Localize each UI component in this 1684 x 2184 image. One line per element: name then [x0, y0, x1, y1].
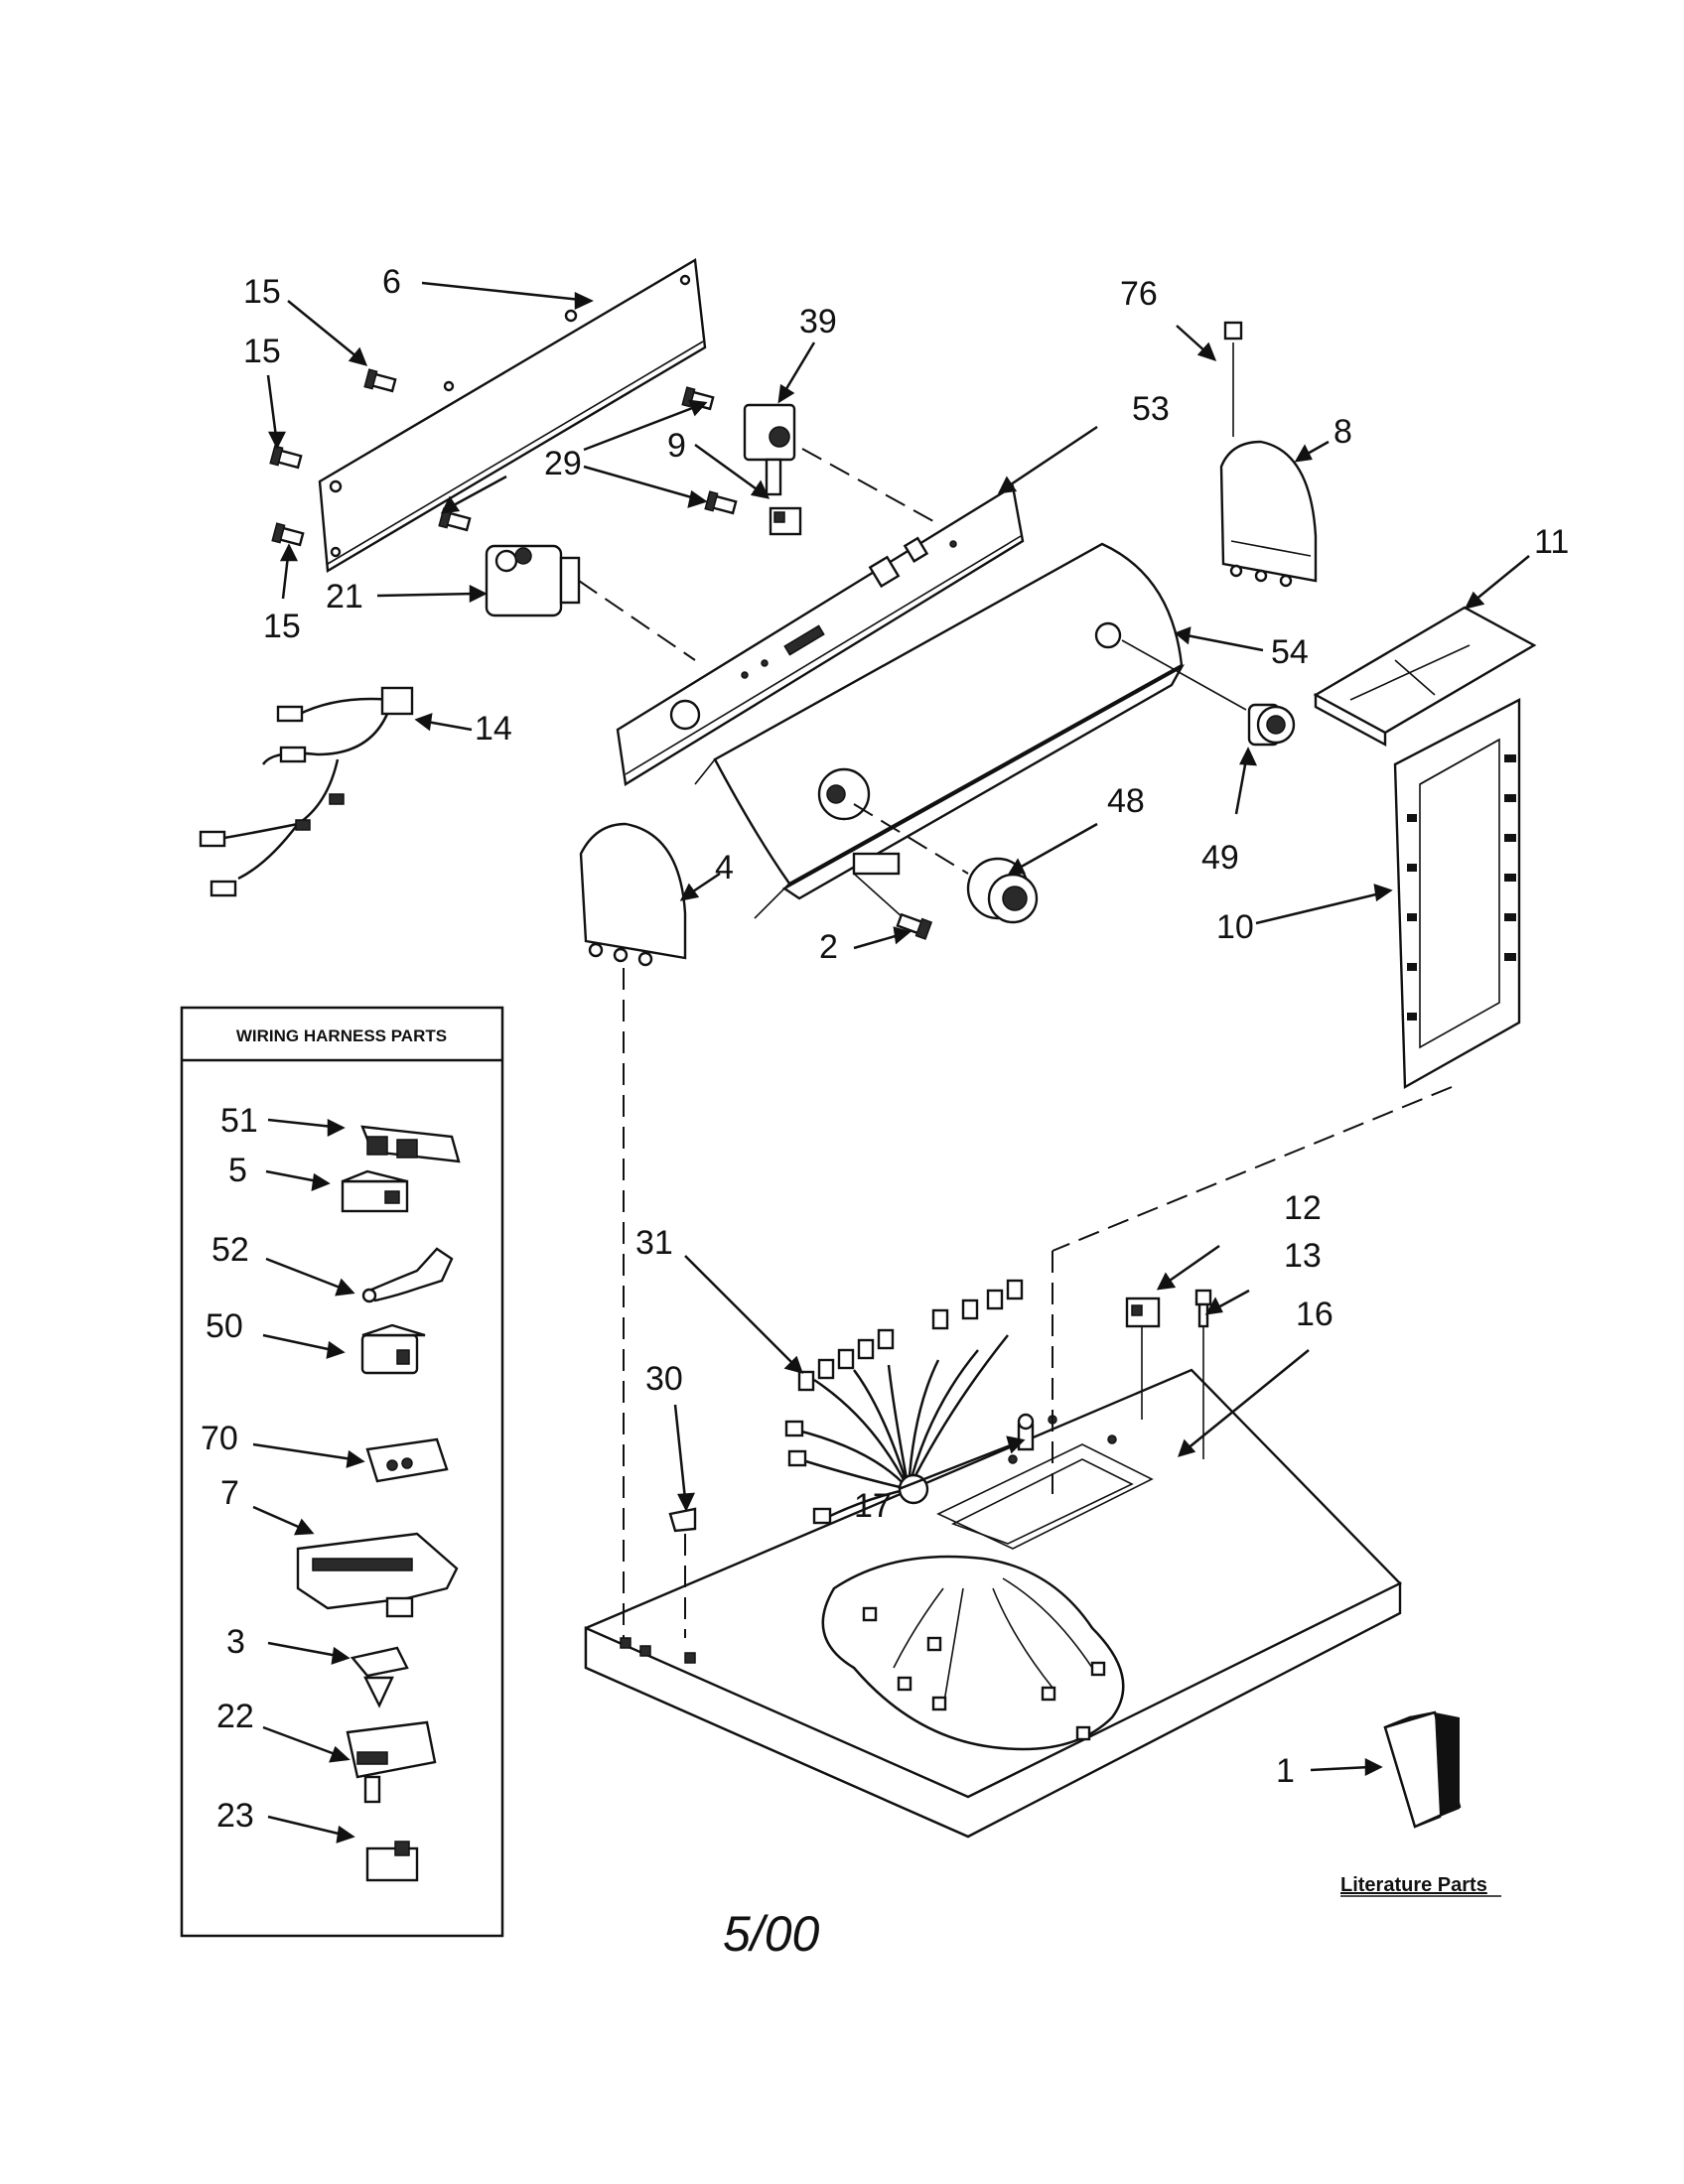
callout-5: 5 [228, 1152, 247, 1189]
callout-31: 31 [635, 1224, 673, 1262]
part-54-console [694, 542, 1186, 919]
callout-70: 70 [201, 1420, 238, 1457]
callout-8: 8 [1333, 413, 1352, 451]
leader-arrows [266, 281, 1530, 1777]
part-9-clip [769, 506, 802, 536]
box-leader-arrows [252, 1118, 365, 1843]
callout-4: 4 [715, 849, 734, 887]
part-16-top-panel [584, 1368, 1402, 1839]
callout-15a: 15 [243, 273, 281, 311]
callout-22: 22 [216, 1698, 254, 1735]
callout-53: 53 [1132, 390, 1170, 428]
callout-54: 54 [1271, 633, 1309, 671]
part-2-screw [853, 873, 933, 940]
callout-30: 30 [645, 1360, 683, 1398]
callout-9: 9 [667, 427, 686, 465]
part-8-endcap [1219, 321, 1318, 588]
callout-51: 51 [220, 1102, 258, 1140]
part-10-lint-screen [1393, 698, 1521, 1090]
revision-date: 5/00 [723, 1906, 820, 1962]
dash-10-link [1052, 1086, 1453, 1252]
part-14-wire-harness [199, 686, 414, 897]
callout-50: 50 [206, 1307, 243, 1345]
screw-15-group [269, 368, 738, 547]
callout-12: 12 [1284, 1189, 1322, 1227]
wiring-harness-title: WIRING HARNESS PARTS [236, 1026, 447, 1045]
callout-15b: 15 [243, 333, 281, 370]
callout-76: 76 [1120, 275, 1158, 313]
callout-21: 21 [326, 578, 363, 615]
box-parts-drawings [296, 1125, 461, 1882]
callout-3: 3 [226, 1623, 245, 1661]
callout-15c: 15 [263, 608, 301, 645]
callout-6: 6 [382, 263, 401, 301]
callout-7: 7 [220, 1474, 239, 1512]
callout-13: 13 [1284, 1237, 1322, 1275]
part-31-wiring [784, 1279, 1125, 1751]
callout-16: 16 [1296, 1296, 1333, 1333]
callout-11: 11 [1534, 523, 1569, 561]
part-4-endcap [579, 822, 687, 967]
callout-23: 23 [216, 1797, 254, 1835]
part-11-lint-lid [1313, 606, 1537, 748]
callout-1: 1 [1276, 1752, 1295, 1790]
callout-10: 10 [1216, 908, 1254, 946]
wiring-harness-box [180, 1006, 504, 1938]
part-39-switch [743, 403, 796, 496]
callout-2: 2 [819, 928, 838, 966]
part-6-plate [318, 258, 707, 574]
part-12-bracket [1125, 1297, 1161, 1420]
part-1-literature [1383, 1710, 1462, 1829]
callout-49: 49 [1201, 839, 1239, 877]
part-53-console-bracket [616, 448, 1025, 786]
callout-14: 14 [475, 710, 512, 748]
part-17-screw [1017, 1413, 1035, 1451]
part-21-motor [485, 544, 696, 661]
literature-parts-label: Literature Parts [1340, 1874, 1487, 1896]
callout-39: 39 [799, 303, 837, 341]
callout-52: 52 [211, 1231, 249, 1269]
callout-29: 29 [544, 445, 582, 482]
callout-labels: 6 15 15 15 39 76 53 8 29 9 21 11 54 14 4… [201, 263, 1569, 1835]
part-30-clip [668, 1507, 697, 1638]
part-49-knob [1121, 639, 1296, 747]
callout-17: 17 [854, 1487, 892, 1525]
callout-48: 48 [1107, 782, 1145, 820]
